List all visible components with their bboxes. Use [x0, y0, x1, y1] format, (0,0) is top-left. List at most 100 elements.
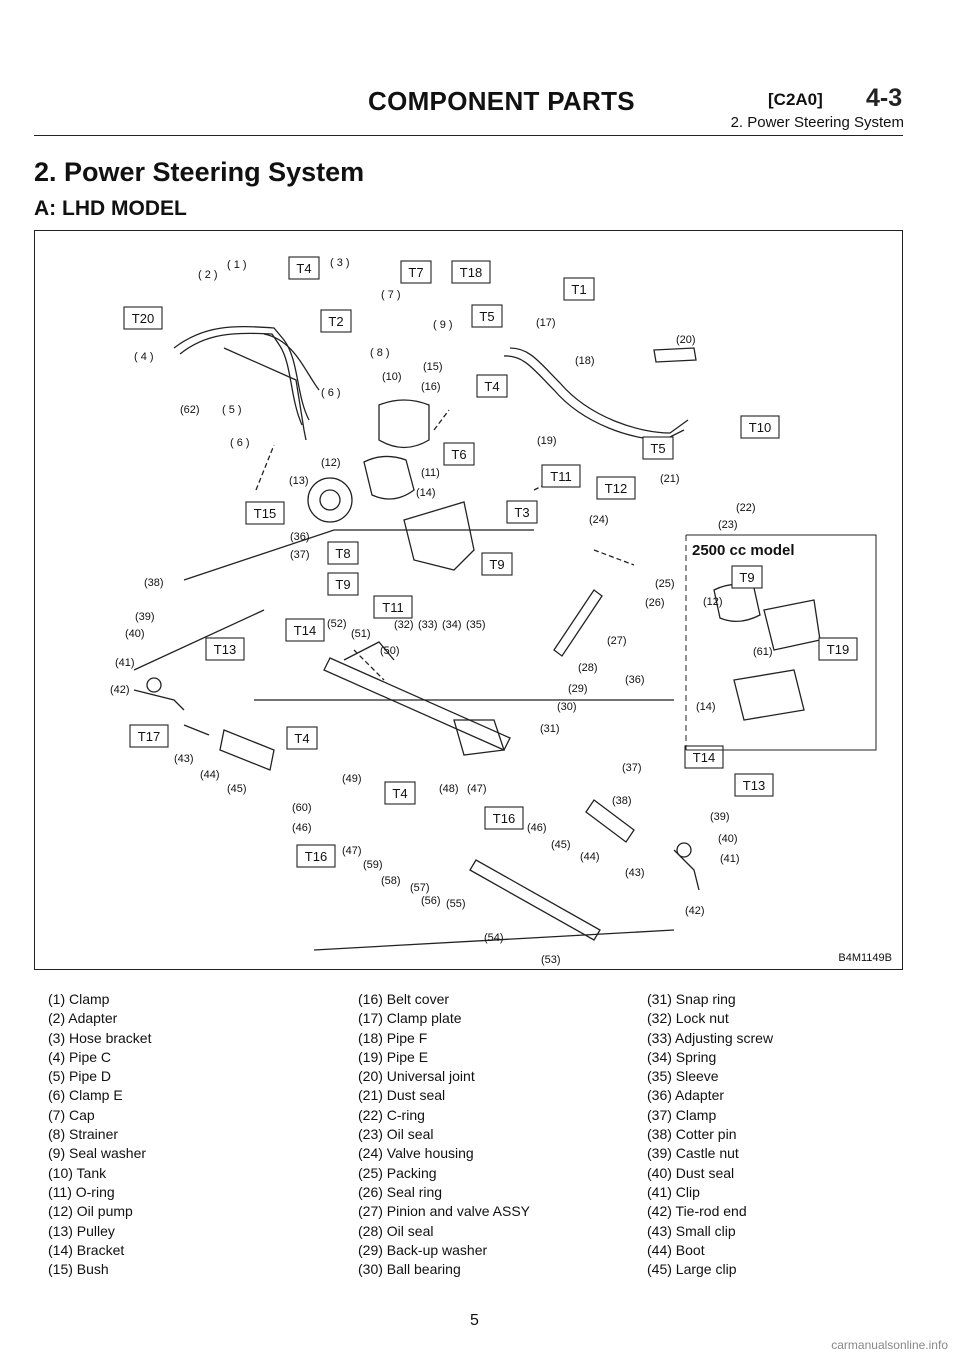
part-label: (20) [676, 334, 696, 346]
part-label: (15) [423, 361, 443, 373]
legend-item: (9) Seal washer [48, 1145, 147, 1162]
torque-label-t7: T7 [400, 260, 432, 284]
legend-item: (27) Pinion and valve ASSY [358, 1203, 530, 1220]
part-label: (41) [720, 853, 740, 865]
inset-title: 2500 cc model [692, 542, 795, 559]
legend-item: (38) Cotter pin [647, 1126, 737, 1143]
part-label: (30) [557, 701, 577, 713]
torque-label-t14: T14 [684, 745, 724, 769]
svg-text:T7: T7 [408, 265, 423, 280]
part-label: (21) [660, 473, 680, 485]
part-label: (59) [363, 859, 383, 871]
legend-item: (19) Pipe E [358, 1048, 429, 1065]
legend-item: (14) Bracket [48, 1241, 125, 1258]
svg-text:T11: T11 [382, 600, 403, 615]
diagram-line [219, 729, 275, 771]
torque-label-t6: T6 [443, 442, 475, 466]
part-label: (41) [115, 657, 135, 669]
part-label: (52) [327, 618, 347, 630]
part-label: (54) [484, 932, 504, 944]
legend-item: (29) Back-up washer [358, 1241, 488, 1258]
diagram-line [307, 477, 353, 523]
diagram-line [676, 842, 692, 858]
svg-text:T8: T8 [335, 546, 350, 561]
part-label: (16) [421, 381, 441, 393]
legend-item: (30) Ball bearing [358, 1261, 461, 1278]
part-label: (11) [421, 467, 440, 479]
legend-item: (18) Pipe F [358, 1029, 428, 1046]
svg-text:T9: T9 [489, 557, 504, 572]
legend-item: (45) Large clip [647, 1261, 737, 1278]
part-label: (36) [625, 674, 645, 686]
svg-text:T19: T19 [827, 642, 849, 657]
torque-label-t3: T3 [506, 500, 538, 524]
legend-column-3: (31) Snap ring (32) Lock nut (33) Adjust… [647, 990, 773, 1279]
legend-column-2: (16) Belt cover (17) Clamp plate (18) Pi… [358, 990, 530, 1279]
part-label: (38) [612, 795, 632, 807]
leader-line [593, 549, 635, 566]
svg-text:T12: T12 [605, 481, 627, 496]
torque-label-t4: T4 [476, 374, 508, 398]
torque-label-t16: T16 [296, 844, 336, 868]
diagram-line [363, 455, 415, 500]
part-label: (49) [342, 773, 362, 785]
part-label: ( 6 ) [321, 387, 341, 399]
part-label: (34) [442, 619, 462, 631]
legend-item: (41) Clip [647, 1183, 700, 1200]
header-code: [C2A0] [768, 90, 823, 109]
part-label: (36) [290, 531, 310, 543]
part-label: (53) [541, 954, 561, 966]
part-label: (39) [710, 811, 730, 823]
legend-item: (33) Adjusting screw [647, 1029, 774, 1046]
leader-line [353, 649, 385, 681]
legend-item: (12) Oil pump [48, 1203, 133, 1220]
torque-label-t17: T17 [129, 724, 169, 748]
part-label: (26) [645, 597, 665, 609]
diagram-line [469, 859, 601, 941]
part-label: (19) [537, 435, 557, 447]
svg-text:T16: T16 [305, 849, 327, 864]
part-label: (22) [736, 502, 756, 514]
legend-item: (1) Clamp [48, 991, 110, 1007]
svg-text:T4: T4 [392, 786, 407, 801]
legend-item: (40) Dust seal [647, 1164, 735, 1181]
diagram-line [509, 347, 689, 434]
legend-item: (39) Castle nut [647, 1145, 739, 1162]
legend-item: (11) O-ring [48, 1183, 115, 1200]
diagram-line [313, 929, 675, 951]
part-label: (29) [568, 683, 588, 695]
part-label: (33) [418, 619, 438, 631]
svg-text:T17: T17 [138, 729, 160, 744]
torque-label-t8: T8 [327, 541, 359, 565]
part-label: (51) [351, 628, 371, 640]
part-label: ( 4 ) [134, 351, 154, 363]
legend-item: (7) Cap [48, 1106, 95, 1123]
diagram-line [713, 583, 761, 622]
legend-item: (35) Sleeve [647, 1068, 719, 1085]
legend-item: (43) Small clip [647, 1222, 736, 1239]
part-label: (28) [578, 662, 598, 674]
part-label: (10) [382, 371, 402, 383]
svg-text:T20: T20 [132, 311, 154, 326]
legend-item: (2) Adapter [48, 1010, 118, 1027]
subsection-title: A: LHD MODEL [34, 197, 187, 220]
legend-item: (22) C-ring [358, 1106, 425, 1123]
torque-label-t4: T4 [288, 256, 320, 280]
legend-item: (8) Strainer [48, 1126, 119, 1143]
diagram-line [733, 669, 805, 721]
diagram-line [585, 799, 635, 843]
svg-text:T15: T15 [254, 506, 276, 521]
torque-label-t9: T9 [731, 565, 763, 589]
part-label: (14) [696, 701, 716, 713]
diagram-line [173, 325, 310, 421]
section-title: 2. Power Steering System [34, 157, 365, 187]
part-label: (39) [135, 611, 155, 623]
part-label: (14) [416, 487, 436, 499]
part-label: ( 9 ) [433, 319, 453, 331]
torque-label-t18: T18 [451, 260, 491, 284]
figure-id: B4M1149B [838, 952, 892, 964]
part-label: (42) [110, 684, 130, 696]
diagram-line [183, 724, 210, 736]
torque-label-t9: T9 [327, 572, 359, 596]
diagram-line [453, 719, 505, 756]
